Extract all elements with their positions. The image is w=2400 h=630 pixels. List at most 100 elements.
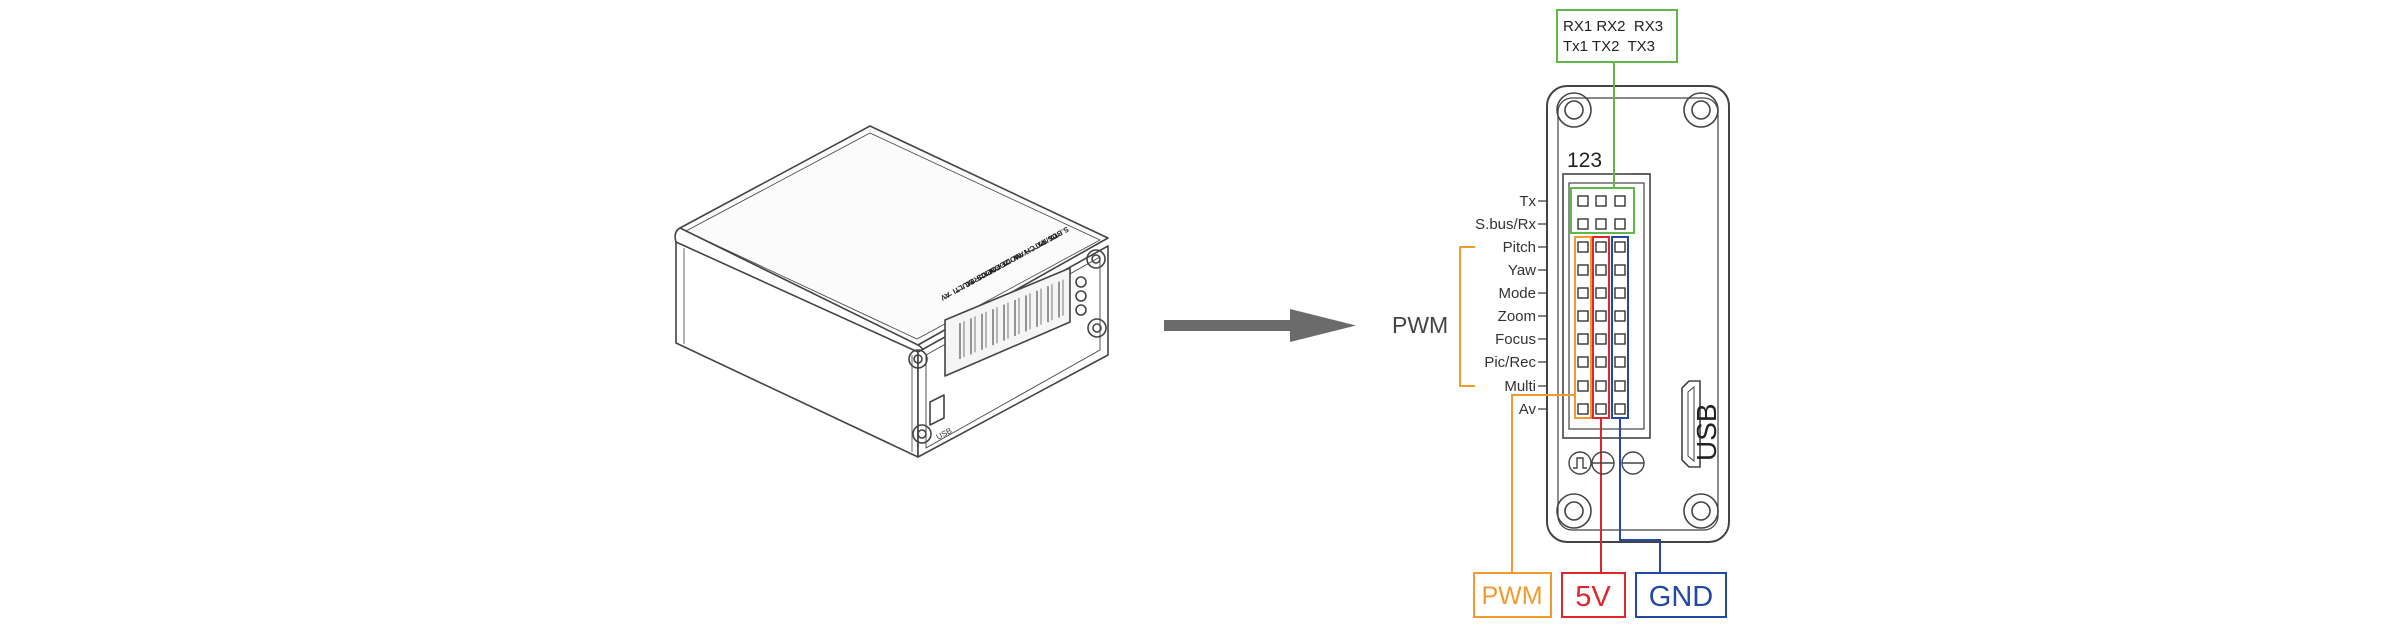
device-label-tick bbox=[979, 274, 989, 280]
device-label-tick bbox=[991, 267, 1001, 273]
pin-icon bbox=[1577, 241, 1589, 253]
device-screw-icon bbox=[1087, 318, 1107, 338]
device-label-tick bbox=[943, 293, 953, 299]
pin-icon bbox=[1614, 333, 1626, 345]
pin-icon bbox=[1614, 356, 1626, 368]
device-pin-header bbox=[944, 267, 1071, 377]
connector-frame-inner bbox=[1568, 182, 1645, 430]
pin-icon bbox=[1595, 403, 1607, 415]
legend-label-gnd: GND bbox=[1649, 581, 1713, 613]
pin-label: Yaw bbox=[1508, 262, 1536, 279]
uart-label-line1: RX1 RX2 RX3 bbox=[1563, 18, 1663, 35]
screw-hole-icon bbox=[1564, 100, 1584, 120]
device-label-tick bbox=[1027, 247, 1037, 253]
pin-icon bbox=[1614, 310, 1626, 322]
power-legend: PWM 5V GND bbox=[1473, 572, 1727, 618]
device-screw-icon bbox=[1086, 249, 1106, 269]
device-usb-port bbox=[929, 394, 945, 426]
signal-symbol-icon bbox=[1568, 451, 1592, 475]
screw-hole-icon bbox=[1691, 501, 1711, 521]
pwm-column-outline bbox=[1574, 236, 1592, 419]
usb-port-icon bbox=[1681, 380, 1701, 468]
pin-icon bbox=[1577, 287, 1589, 299]
pin-icon bbox=[1595, 195, 1607, 207]
legend-label-5v: 5V bbox=[1575, 581, 1611, 613]
legend-box-gnd bbox=[1635, 572, 1727, 618]
pwm-bracket bbox=[1459, 246, 1475, 387]
device-screw-icon bbox=[912, 424, 932, 444]
pin-label: Pitch bbox=[1503, 239, 1536, 256]
pin-icon bbox=[1577, 310, 1589, 322]
pin-label: Zoom bbox=[1498, 308, 1536, 325]
pin-icon bbox=[1614, 195, 1626, 207]
pin-grid bbox=[1577, 195, 1626, 415]
wire-group bbox=[1459, 62, 1661, 573]
device-label-tick bbox=[1051, 234, 1061, 240]
pin-icon bbox=[1614, 264, 1626, 276]
pin-icon bbox=[1595, 241, 1607, 253]
screw-hole-icon bbox=[1683, 493, 1719, 529]
device-label-tick bbox=[967, 280, 977, 286]
connector-frame-outer bbox=[1562, 173, 1651, 439]
pwm-group-label: PWM bbox=[1392, 312, 1448, 338]
gimbal-controller-device: USB TXS.BUS/RXPITCHYAWMODEZOOMFOCUSPIC/R… bbox=[674, 125, 1109, 458]
device-screw-icon bbox=[908, 349, 928, 369]
pin-icon bbox=[1614, 287, 1626, 299]
pin-icon bbox=[1577, 195, 1589, 207]
device-label-tick bbox=[1003, 260, 1013, 266]
device-label-tick bbox=[1039, 241, 1049, 247]
pin-icon bbox=[1595, 380, 1607, 392]
screw-hole-icon bbox=[1564, 501, 1584, 521]
device-top-rim bbox=[685, 132, 1101, 340]
pin-icon bbox=[1595, 356, 1607, 368]
legend-label-pwm: PWM bbox=[1481, 582, 1542, 610]
pin-label: Av bbox=[1519, 401, 1537, 418]
pin-icon bbox=[1577, 333, 1589, 345]
connector-panel: 123 TxS.bus/RxPitchYawModeZoomFocusPic/R… bbox=[1392, 9, 1730, 618]
device-screw-icon bbox=[1091, 254, 1101, 264]
pin-label: Multi bbox=[1504, 378, 1536, 395]
pin-label: S.bus/Rx bbox=[1475, 216, 1536, 233]
device-top-face bbox=[679, 125, 1109, 346]
uart-label-line2: Tx1 TX2 TX3 bbox=[1563, 38, 1655, 55]
pin-label: Focus bbox=[1495, 331, 1536, 348]
legend-box-5v bbox=[1561, 572, 1626, 618]
pin-icon bbox=[1577, 356, 1589, 368]
pin-label: Mode bbox=[1498, 285, 1536, 302]
device-edge bbox=[674, 227, 681, 243]
device-pin-columns bbox=[959, 279, 1064, 359]
uart-label-box bbox=[1556, 9, 1678, 63]
device-label-tick bbox=[1015, 254, 1025, 260]
screw-hole-icon bbox=[1683, 92, 1719, 128]
screw-hole-icon bbox=[1691, 100, 1711, 120]
arrow-shaft bbox=[1164, 320, 1294, 331]
pin-label-group: TxS.bus/RxPitchYawModeZoomFocusPic/RecMu… bbox=[1475, 193, 1547, 418]
pin-label: Tx bbox=[1519, 193, 1536, 210]
screw-hole-icon bbox=[1556, 493, 1592, 529]
device-symbol-icon bbox=[1075, 290, 1087, 302]
pin-icon bbox=[1614, 218, 1626, 230]
pin-icon bbox=[1595, 287, 1607, 299]
usb-port-inner bbox=[1687, 385, 1695, 463]
legend-box-pwm bbox=[1473, 572, 1552, 618]
pin-icon bbox=[1577, 218, 1589, 230]
header-number: 123 bbox=[1567, 149, 1602, 172]
pin-icon bbox=[1595, 310, 1607, 322]
pulse-wave-icon bbox=[1573, 457, 1587, 469]
pin-icon bbox=[1595, 218, 1607, 230]
device-printed-label: TX bbox=[1047, 231, 1060, 244]
device-printed-label: AV bbox=[939, 290, 952, 303]
pin-label: Pic/Rec bbox=[1484, 354, 1536, 371]
pin-icon bbox=[1577, 403, 1589, 415]
panel-plate-inner bbox=[1557, 97, 1719, 531]
uart-pin-group-outline bbox=[1570, 187, 1635, 234]
device-screw-icon bbox=[913, 354, 923, 364]
arrow-icon bbox=[1164, 309, 1356, 342]
device-symbol-icon bbox=[1075, 276, 1087, 288]
pin-icon bbox=[1595, 264, 1607, 276]
pin-icon bbox=[1614, 241, 1626, 253]
screw-hole-icon bbox=[1556, 92, 1592, 128]
pwm-wire bbox=[1511, 394, 1575, 573]
